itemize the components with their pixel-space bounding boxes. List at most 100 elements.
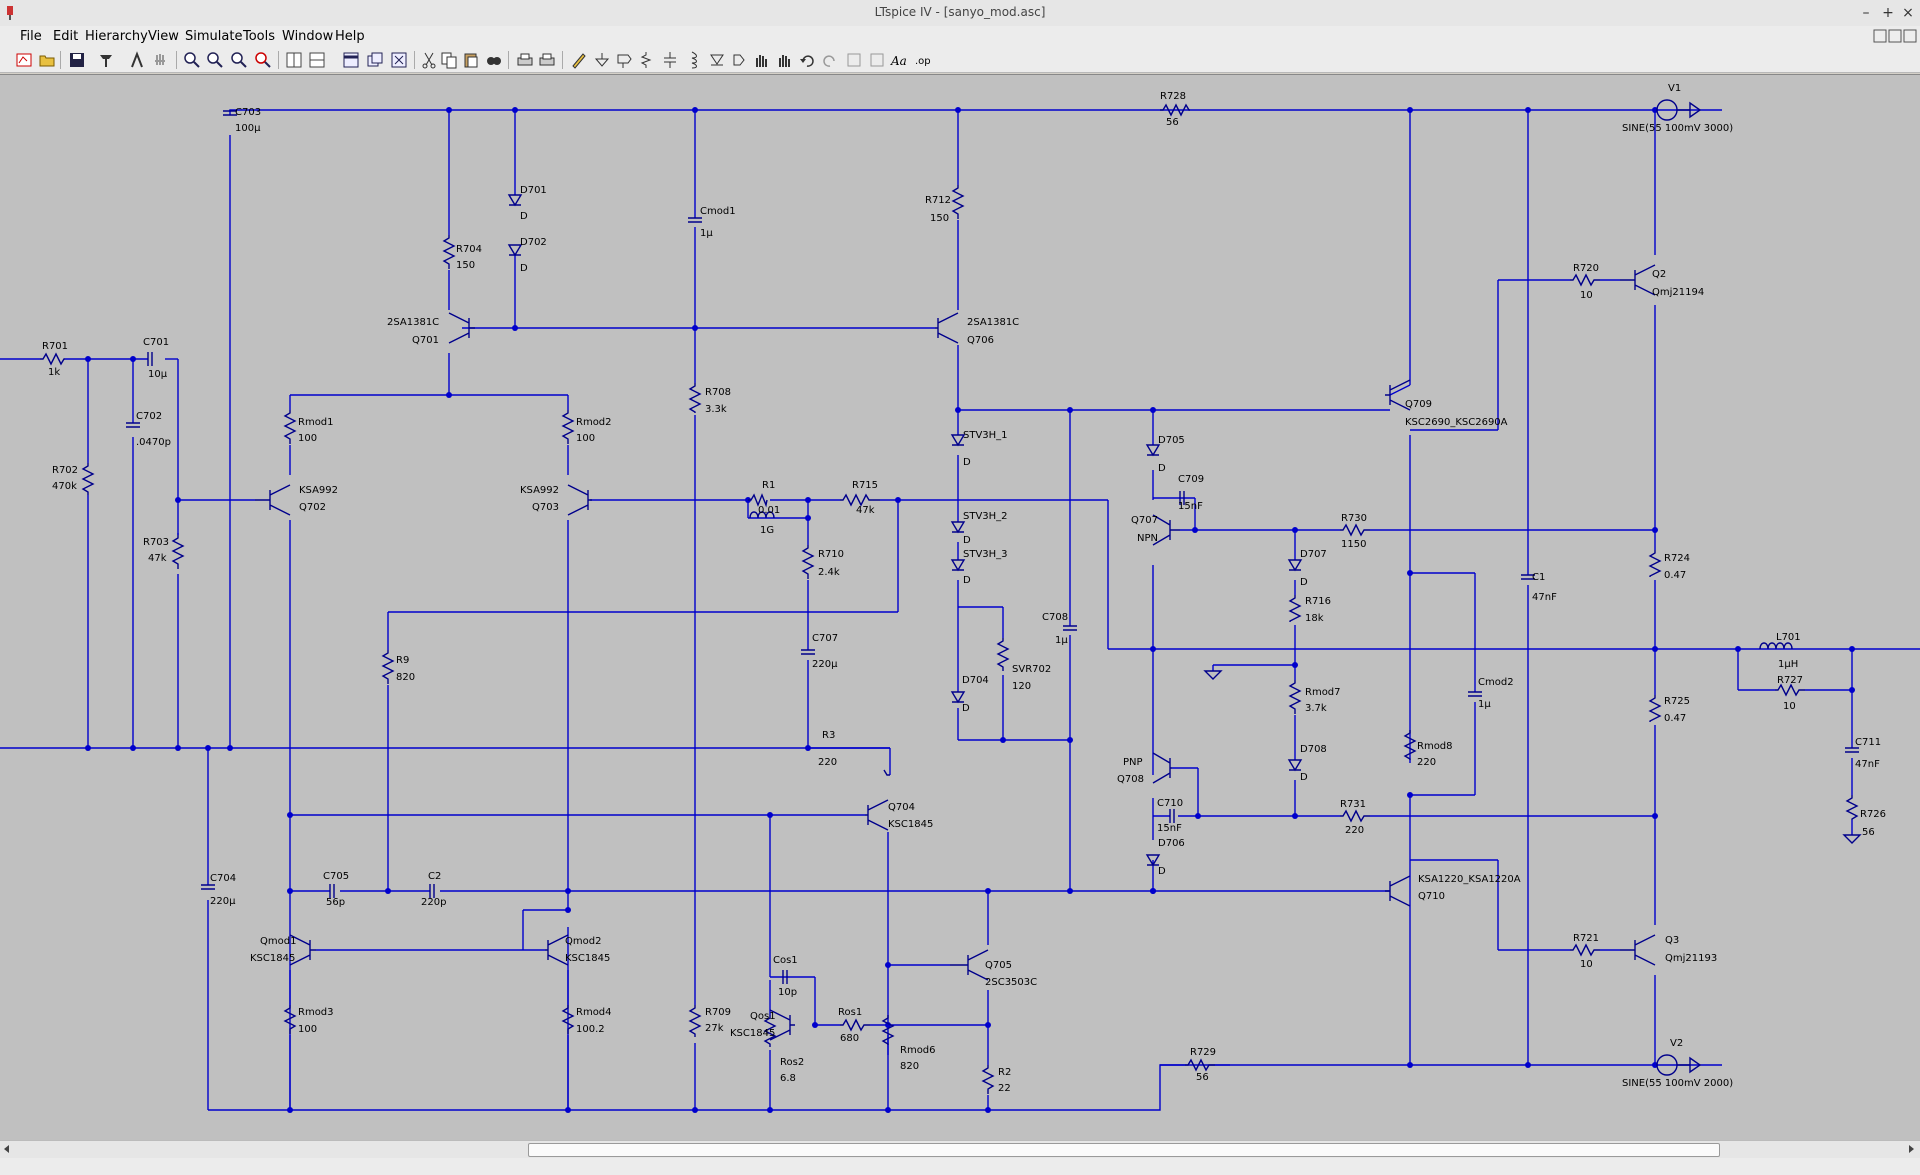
component-label: L701 xyxy=(1776,632,1801,643)
menu-help[interactable]: Help xyxy=(335,29,365,44)
menu-simulate[interactable]: Simulate xyxy=(185,29,243,44)
component-label: D xyxy=(520,211,528,222)
menu-hierarchy[interactable]: Hierarchy xyxy=(85,29,148,44)
copy-icon[interactable] xyxy=(440,51,458,69)
component-label: 22 xyxy=(998,1083,1011,1094)
undo-icon[interactable] xyxy=(798,51,816,69)
minimize-button[interactable]: – xyxy=(1862,5,1870,21)
schematic-drawing[interactable]: C703 100µ R728 56 V1 SINE(55 100mV 3000)… xyxy=(0,75,1920,1141)
scroll-left-icon[interactable] xyxy=(2,1144,12,1154)
diode-icon[interactable] xyxy=(708,51,726,69)
print-icon[interactable] xyxy=(538,51,556,69)
cascade-icon[interactable] xyxy=(366,51,384,69)
tile-vertical-icon[interactable] xyxy=(285,51,303,69)
component-label: R715 xyxy=(852,480,878,491)
component-label: 18k xyxy=(1305,613,1324,624)
component-label: R724 xyxy=(1664,553,1690,564)
tile-icon[interactable] xyxy=(342,51,360,69)
schematic-canvas[interactable]: C703 100µ R728 56 V1 SINE(55 100mV 3000)… xyxy=(0,74,1920,1141)
new-schematic-icon[interactable] xyxy=(15,51,33,69)
menu-edit[interactable]: Edit xyxy=(53,29,79,44)
component-label: Rmod4 xyxy=(576,1007,612,1018)
print-setup-icon[interactable] xyxy=(516,51,534,69)
component-label: D707 xyxy=(1300,549,1327,560)
component-label: 56p xyxy=(326,897,345,908)
save-icon[interactable] xyxy=(68,51,86,69)
component-label: D704 xyxy=(962,675,989,686)
component-label: 15nF xyxy=(1178,501,1203,512)
component-label: C711 xyxy=(1855,737,1881,748)
scrollbar-thumb[interactable] xyxy=(528,1143,1720,1157)
zoom-fit-icon[interactable] xyxy=(254,51,272,69)
title-bar: LTspice IV - [sanyo_mod.asc] – + × xyxy=(0,0,1920,27)
component-label: PNP xyxy=(1123,757,1143,768)
control-panel-icon[interactable] xyxy=(97,51,115,69)
paste-icon[interactable] xyxy=(462,51,480,69)
component-label: 2.4k xyxy=(818,567,840,578)
component-label: Q703 xyxy=(532,502,559,513)
menu-tools[interactable]: Tools xyxy=(243,29,276,44)
resistor-icon[interactable] xyxy=(637,51,655,69)
component-label: 47nF xyxy=(1532,592,1557,603)
component-label: 27k xyxy=(705,1023,724,1034)
component-label: 2SC3503C xyxy=(985,977,1037,988)
zoom-in-icon[interactable] xyxy=(183,51,201,69)
component-label: Qmj21193 xyxy=(1665,953,1717,964)
text-icon[interactable]: Aa xyxy=(890,51,908,69)
ground-icon[interactable] xyxy=(593,51,611,69)
capacitor-symbols xyxy=(126,110,1859,984)
component-label: D xyxy=(1300,772,1308,783)
component-label: 100.2 xyxy=(576,1024,605,1035)
capacitor-icon[interactable] xyxy=(661,51,679,69)
component-label: 220µ xyxy=(210,896,236,907)
component-label: R2 xyxy=(998,1067,1011,1078)
find-icon[interactable] xyxy=(485,51,503,69)
close-button[interactable]: × xyxy=(1902,5,1914,21)
component-label: Q705 xyxy=(985,960,1012,971)
component-label: D xyxy=(962,703,970,714)
mirror-icon[interactable] xyxy=(868,51,886,69)
component-label: 100 xyxy=(298,1024,317,1035)
move-hand-icon[interactable] xyxy=(752,51,770,69)
zoom-out-icon[interactable] xyxy=(230,51,248,69)
menu-window[interactable]: Window xyxy=(282,29,334,44)
scroll-right-icon[interactable] xyxy=(1906,1144,1916,1154)
component-label: Q2 xyxy=(1652,269,1666,280)
close-all-icon[interactable] xyxy=(390,51,408,69)
component-label: D xyxy=(963,575,971,586)
cut-icon[interactable] xyxy=(420,51,438,69)
rotate-icon[interactable] xyxy=(845,51,863,69)
wire-pencil-icon[interactable] xyxy=(570,51,588,69)
component-label: Q707 xyxy=(1131,515,1158,526)
label-net-icon[interactable] xyxy=(615,51,633,69)
mdi-child-controls[interactable] xyxy=(1872,28,1918,44)
component-label: KSC1845 xyxy=(888,819,933,830)
maximize-button[interactable]: + xyxy=(1882,5,1894,21)
run-icon[interactable] xyxy=(128,51,146,69)
inductor-icon[interactable] xyxy=(684,51,702,69)
open-folder-icon[interactable] xyxy=(38,51,56,69)
component-label: 10p xyxy=(778,987,797,998)
redo-icon[interactable] xyxy=(821,51,839,69)
horizontal-scrollbar[interactable] xyxy=(0,1140,1920,1158)
component-label: C702 xyxy=(136,411,162,422)
halt-icon[interactable] xyxy=(151,51,169,69)
tile-horizontal-icon[interactable] xyxy=(308,51,326,69)
component-label: 220 xyxy=(818,757,837,768)
ground-symbols xyxy=(1203,670,1862,844)
pan-icon[interactable] xyxy=(206,51,224,69)
component-label: R728 xyxy=(1160,91,1186,102)
component-icon[interactable] xyxy=(730,51,748,69)
menu-file[interactable]: File xyxy=(20,29,42,44)
component-label: D705 xyxy=(1158,435,1185,446)
drag-hand-icon[interactable] xyxy=(775,51,793,69)
menu-view[interactable]: View xyxy=(148,29,179,44)
component-label: C1 xyxy=(1532,572,1545,583)
component-label: R712 xyxy=(925,195,951,206)
spice-directive-icon[interactable]: .op xyxy=(914,51,932,69)
component-label: 0.47 xyxy=(1664,570,1686,581)
component-label: 1µ xyxy=(1478,699,1491,710)
component-label: R720 xyxy=(1573,263,1599,274)
component-label: SVR702 xyxy=(1012,664,1051,675)
component-label: 10 xyxy=(1580,959,1593,970)
